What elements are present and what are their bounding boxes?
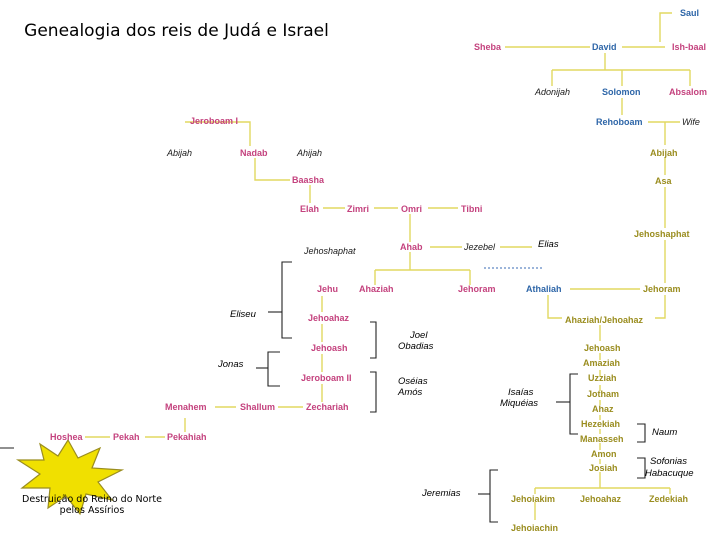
node-pekah: Pekah: [113, 432, 140, 442]
prophet-isaias: Isaías: [508, 387, 534, 398]
prophet-jeremias: Jeremias: [422, 488, 461, 499]
prophet-joel: Joel: [410, 330, 428, 341]
caption-line-2: pelos Assírios: [59, 505, 125, 516]
starburst-shape: [15, 438, 125, 516]
node-baasha: Baasha: [292, 175, 325, 185]
node-zechariah: Zechariah: [306, 402, 349, 412]
node-jehoram-south: Jehoram: [643, 284, 681, 294]
node-jehoahaz-judah: Jehoahaz: [580, 494, 622, 504]
node-ahaz: Ahaz: [592, 404, 614, 414]
node-sheba: Sheba: [474, 42, 502, 52]
node-tibni: Tibni: [461, 204, 483, 214]
node-josiah: Josiah: [589, 463, 618, 473]
prophet-obadias: Obadias: [398, 341, 434, 352]
node-jeroboam-1: Jeroboam I: [190, 116, 239, 126]
destruction-caption: Destruição do Reino do Norte pelos Assír…: [2, 494, 182, 516]
node-solomon: Solomon: [602, 87, 641, 97]
node-jehoiakim: Jehoiakim: [511, 494, 556, 504]
node-jehoahaz-north: Jehoahaz: [308, 313, 350, 323]
node-hezekiah: Hezekiah: [581, 419, 621, 429]
node-uzziah: Uzziah: [588, 373, 617, 383]
node-rehoboam: Rehoboam: [596, 117, 643, 127]
node-adonijah: Adonijah: [535, 87, 571, 97]
node-jehu: Jehu: [317, 284, 339, 294]
node-ishbaal: Ish-baal: [672, 42, 707, 52]
node-jehoash-north: Jehoash: [311, 343, 348, 353]
node-zedekiah: Zedekiah: [649, 494, 689, 504]
prophet-jonas: Jonas: [218, 359, 244, 370]
node-zimri: Zimri: [347, 204, 370, 214]
node-hoshea: Hoshea: [50, 432, 83, 442]
prophet-elias: Elias: [538, 239, 559, 250]
node-ahaziah-jehoahaz: Ahaziah/Jehoahaz: [565, 315, 644, 325]
node-asa: Asa: [655, 176, 672, 186]
node-nadab: Nadab: [240, 148, 268, 158]
prophet-naum: Naum: [652, 427, 678, 438]
node-abijah-north: Abijah: [167, 148, 193, 158]
node-abijah-south: Abijah: [650, 148, 678, 158]
node-saul: Saul: [680, 8, 700, 18]
node-athaliah: Athaliah: [526, 284, 562, 294]
node-jehoshaphat-judah: Jehoshaphat: [634, 229, 690, 239]
prophet-sofonias: Sofonias: [650, 456, 687, 467]
node-amaziah: Amaziah: [583, 358, 621, 368]
node-jotham: Jotham: [587, 389, 620, 399]
node-jehoshaphat-north: Jehoshaphat: [304, 246, 356, 256]
node-wife: Wife: [682, 117, 700, 127]
node-menahem: Menahem: [165, 402, 207, 412]
node-jezebel: Jezebel: [464, 242, 496, 252]
node-omri: Omri: [401, 204, 423, 214]
prophet-habacuque: Habacuque: [645, 468, 694, 479]
node-amon: Amon: [591, 449, 617, 459]
node-shallum: Shallum: [240, 402, 276, 412]
node-ahab: Ahab: [400, 242, 423, 252]
node-david: David: [592, 42, 617, 52]
node-jeroboam-2: Jeroboam II: [301, 373, 352, 383]
node-manasseh: Manasseh: [580, 434, 624, 444]
page-title: Genealogia dos reis de Judá e Israel: [24, 21, 329, 41]
node-ahaziah: Ahaziah: [359, 284, 394, 294]
caption-line-1: Destruição do Reino do Norte: [22, 494, 162, 505]
prophet-eliseu: Eliseu: [230, 309, 256, 320]
node-absalom: Absalom: [669, 87, 708, 97]
node-jehoash-south: Jehoash: [584, 343, 621, 353]
node-ahijah: Ahijah: [297, 148, 323, 158]
prophet-oseias: Oséias: [398, 376, 428, 387]
prophet-amos: Amós: [398, 387, 423, 398]
node-elah: Elah: [300, 204, 320, 214]
node-jehoiachin: Jehoiachin: [511, 523, 559, 533]
prophet-miqueias: Miquéias: [500, 398, 539, 409]
node-pekahiah: Pekahiah: [167, 432, 207, 442]
node-jehoram-north: Jehoram: [458, 284, 496, 294]
